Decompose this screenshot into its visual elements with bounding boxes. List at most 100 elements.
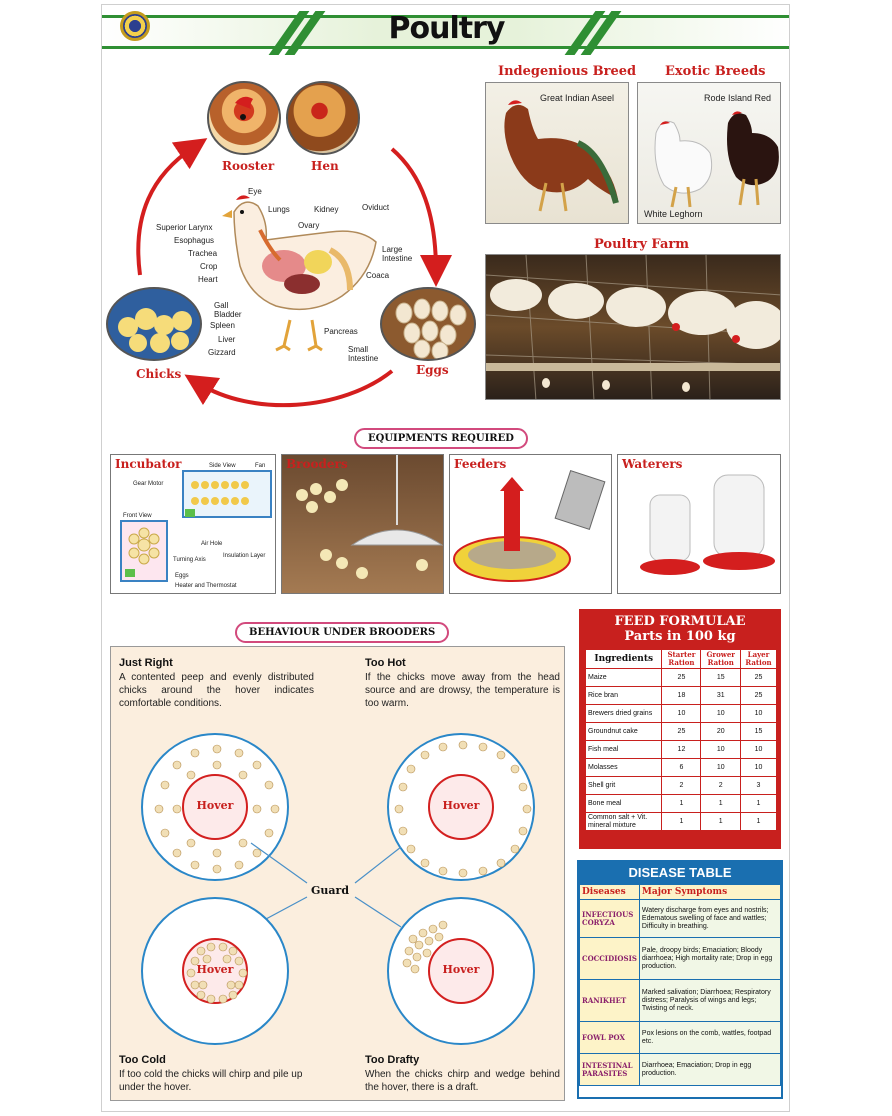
too-drafty-heading: Too Drafty (365, 1054, 420, 1066)
anatomy-label-superior-larynx: Superior Larynx (156, 223, 213, 232)
ration-cell: 25 (740, 686, 777, 705)
incubator-label-eggs: Eggs (175, 573, 189, 579)
anatomy-label-crop: Crop (200, 262, 218, 271)
incubator-panel: Incubator Side View Fan Gear Motor Front… (110, 454, 276, 594)
publisher-emblem-icon (120, 11, 150, 41)
guard-label: Guard (311, 884, 350, 897)
indigenous-breed-title: Indegenious Breed (498, 64, 637, 79)
column-header: Ingredients (584, 649, 663, 669)
ration-cell: 6 (661, 758, 702, 777)
feed-table: Ingredients Starter Ration Grower Ration… (584, 649, 777, 831)
hover-label: Hover (442, 799, 480, 812)
symptom-cell: Marked salivation; Diarrhoea; Respirator… (638, 979, 782, 1022)
page-title: Poultry (388, 11, 506, 46)
too-hot-heading: Too Hot (365, 657, 406, 669)
incubator-label: Incubator (115, 457, 182, 471)
ration-cell: 15 (740, 722, 777, 741)
eggs-photo (380, 287, 476, 361)
hover-just-right (182, 774, 248, 840)
hen-label: Hen (311, 159, 339, 173)
disease-table-title: DISEASE TABLE (579, 862, 781, 884)
ration-cell: 25 (661, 668, 702, 687)
poultry-chart: Poultry Rooster Hen (101, 4, 790, 1112)
rooster-photo (207, 81, 281, 155)
hover-too-drafty (428, 938, 494, 1004)
ration-cell: 10 (740, 740, 777, 759)
hover-too-hot (428, 774, 494, 840)
brooders-label: Brooders (286, 457, 348, 471)
ration-cell: 10 (740, 758, 777, 777)
poultry-farm-photo (485, 254, 781, 400)
anatomy-label-lungs: Lungs (268, 205, 290, 214)
ration-cell: 10 (700, 704, 741, 723)
exotic-breed-caption-white-leghorn: White Leghorn (644, 209, 703, 219)
ration-cell: 1 (740, 794, 777, 813)
too-hot-text: If the chicks move away from the head so… (365, 672, 560, 709)
too-cold-text: If too cold the chicks will chirp and pi… (119, 1069, 303, 1093)
ingredient-cell: Rice bran (584, 686, 663, 705)
poultry-cage-icon (486, 255, 780, 399)
anatomy-label-coaca: Coaca (366, 271, 390, 280)
chicks-piled-under-hover (186, 942, 248, 1004)
just-right-heading: Just Right (119, 657, 173, 669)
eggs-label: Eggs (416, 363, 449, 377)
waterer-icon (640, 474, 775, 575)
disease-table: Diseases Major Symptoms INFECTIOUS CORYZ… (579, 884, 782, 1086)
exotic-breed-caption-rhode-island: Rode Island Red (704, 93, 772, 103)
rooster-icon (235, 96, 253, 120)
incubator-label-gear-motor: Gear Motor (133, 481, 164, 487)
anatomy-label-heart: Heart (198, 275, 218, 284)
hen-photo (286, 81, 360, 155)
feeder-icon (453, 470, 606, 582)
feed-formulae-title: FEED FORMULAE (614, 614, 746, 629)
ration-cell: 1 (700, 794, 741, 813)
indigenous-breed-caption: Great Indian Aseel (540, 93, 615, 103)
chicks-icon (118, 308, 192, 353)
eggs-icon (395, 298, 467, 359)
anatomy-label-pancreas: Pancreas (324, 327, 358, 336)
chicks-away-from-heat (394, 740, 532, 878)
hen-anatomy-diagram (222, 195, 377, 352)
incubator-label-front-view: Front View (123, 513, 152, 519)
ration-cell: 18 (661, 686, 702, 705)
chicks-wedged-behind-hover (402, 920, 448, 974)
ration-cell: 25 (740, 668, 777, 687)
ingredient-cell: Shell grit (584, 776, 663, 795)
anatomy-label-trachea: Trachea (188, 249, 218, 258)
ration-cell: 2 (700, 776, 741, 795)
symptom-cell: Diarrhoea; Emaciation; Drop in egg produ… (638, 1053, 782, 1086)
ration-cell: 31 (700, 686, 741, 705)
column-header: Layer Ration (740, 649, 777, 669)
column-header: Starter Ration (661, 649, 702, 669)
cycle-arrows (136, 138, 452, 408)
exotic-hens-icon (654, 111, 779, 208)
ration-cell: 10 (740, 704, 777, 723)
disease-name-cell: RANIKHET (579, 979, 640, 1022)
ration-cell: 15 (700, 668, 741, 687)
incubator-label-air-hole: Air Hole (201, 541, 223, 547)
waterers-panel: Waterers (617, 454, 781, 594)
feed-formulae-table: FEED FORMULAE Parts in 100 kg Ingredient… (579, 609, 781, 849)
life-cycle-diagram: Rooster Hen Eggs Chicks (102, 65, 482, 415)
chicks-evenly-distributed (154, 744, 280, 874)
anatomy-label-small-intestine: Small Intestine (348, 345, 379, 363)
disease-name-cell: FOWL POX (579, 1021, 640, 1054)
ration-cell: 2 (661, 776, 702, 795)
dish-too-hot: Hover (387, 733, 535, 881)
anatomy-label-esophagus: Esophagus (174, 236, 215, 245)
waterers-label: Waterers (622, 457, 683, 471)
rooster-aseel-icon (504, 100, 619, 212)
anatomy-label-spleen: Spleen (210, 321, 235, 330)
poultry-farm-title: Poultry Farm (594, 237, 689, 252)
rooster-label: Rooster (222, 159, 275, 173)
hover-label: Hover (196, 799, 234, 812)
ingredient-cell: Maize (584, 668, 663, 687)
